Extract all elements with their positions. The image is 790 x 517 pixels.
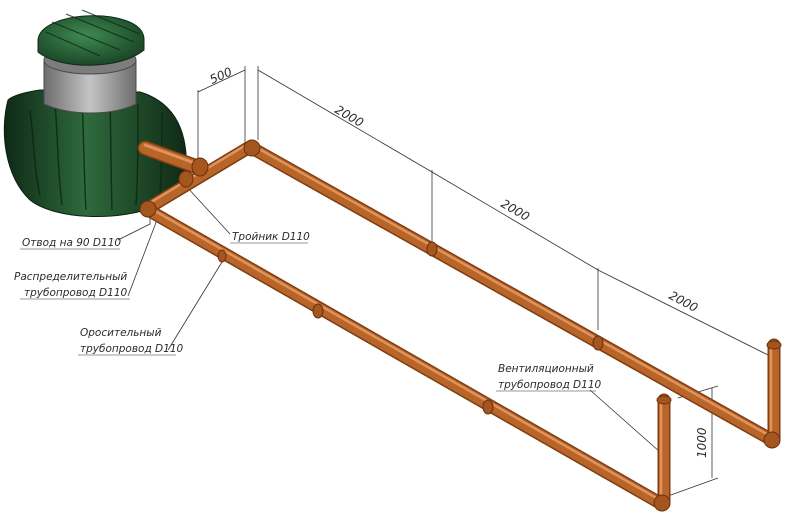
label-distribution-line1: Распределительный (14, 271, 127, 283)
pipe-network (137, 139, 782, 512)
label-distribution-line2: трубопровод D110 (24, 287, 128, 299)
pipe-couplings (139, 139, 782, 512)
label-tee: Тройник D110 (232, 231, 310, 243)
tank-lid-ribs (45, 9, 141, 57)
dim-2000-first: 2000 (333, 102, 367, 130)
dim-2000-second: 2000 (499, 196, 533, 224)
dim-1000: 1000 (695, 427, 709, 458)
label-vent-line1: Вентиляционный (498, 363, 594, 375)
label-elbow: Отвод на 90 D110 (22, 237, 121, 249)
dimension-lines (117, 66, 776, 497)
callout-labels: Отвод на 90 D110 Тройник D110 Распредели… (14, 231, 602, 392)
tank-lid (37, 15, 145, 66)
tank-neck (43, 59, 137, 114)
label-irrigation-line2: трубопровод D110 (80, 343, 184, 355)
label-irrigation-line1: Оросительный (80, 327, 162, 339)
septic-tank (3, 9, 187, 217)
dim-500: 500 (208, 64, 235, 86)
tank-ribs (29, 99, 163, 211)
dim-2000-third: 2000 (667, 288, 701, 315)
label-vent-line2: трубопровод D110 (498, 379, 602, 391)
